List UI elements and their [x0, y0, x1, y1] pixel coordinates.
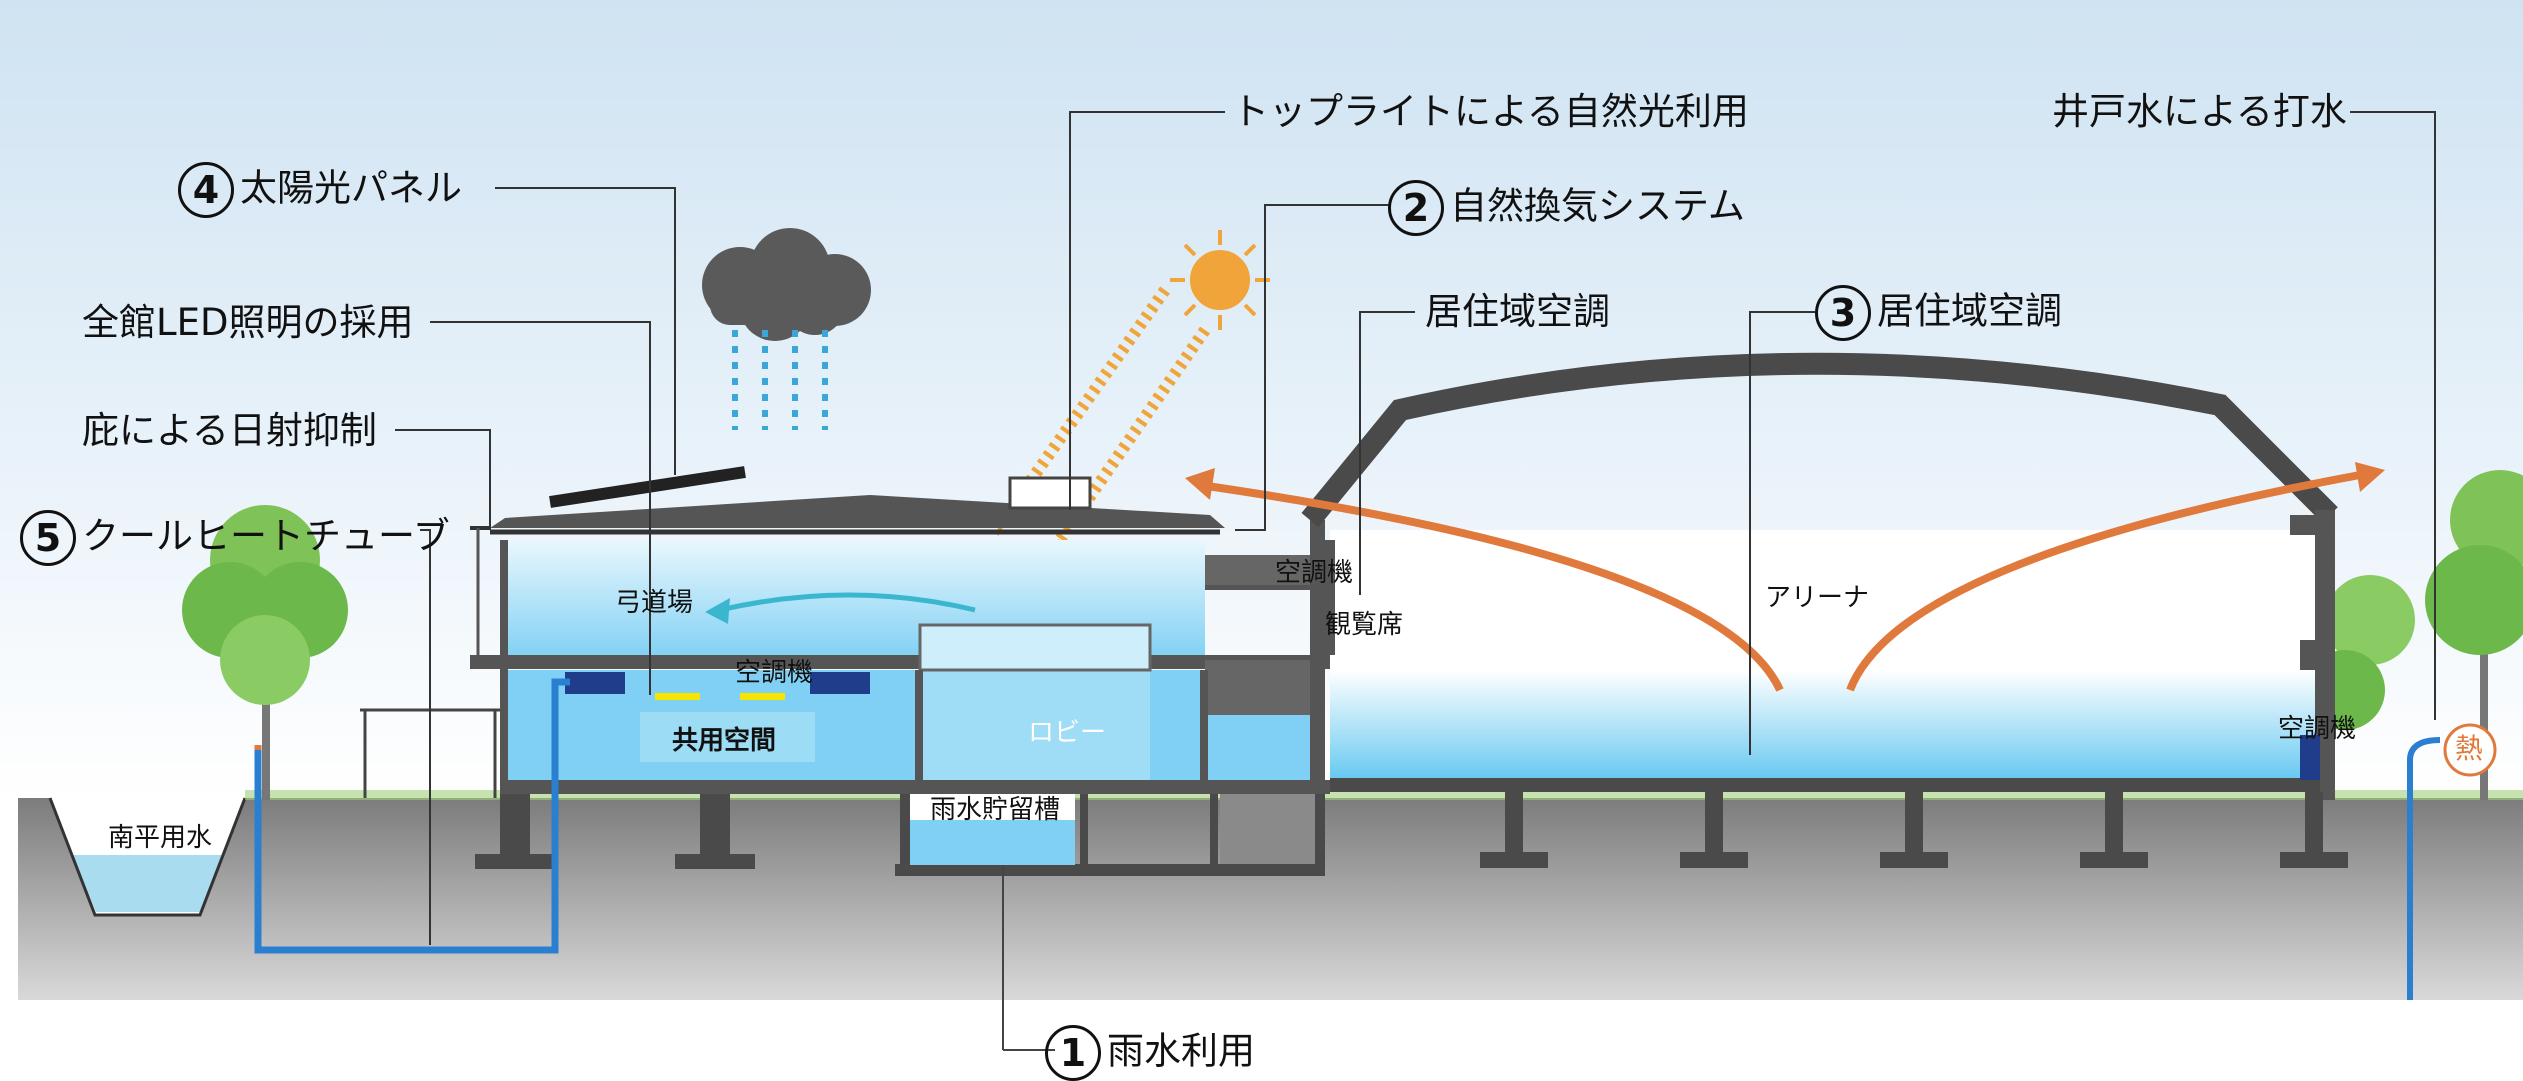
label-rain-text: 雨水利用 [1107, 1029, 1255, 1073]
rain-tank-label: 雨水貯留槽 [930, 795, 1061, 825]
airflow [719, 471, 2361, 692]
heat-label: 熱 [2455, 732, 2484, 765]
rain-drops [732, 330, 828, 430]
sun [1170, 230, 1270, 330]
room-lobby: ロビー [1028, 718, 1107, 748]
rain-tank-air [910, 794, 1075, 820]
label-well-water: 井戸水による打水 [2052, 90, 2347, 133]
ac-unit-label-1: 空調機 [735, 658, 814, 688]
heat-icon [2443, 723, 2497, 777]
label-toplight: トップライトによる自然光利用 [1232, 90, 1749, 133]
grass [245, 790, 2523, 800]
well-pipe [2407, 737, 2441, 1000]
badge-2: 2 [1388, 180, 1444, 236]
room-arena: アリーナ [1765, 583, 1870, 613]
canal-label: 南平用水 [108, 823, 213, 853]
room-seating: 観覧席 [1325, 610, 1404, 640]
label-cool-tube-text: クールヒートチューブ [82, 514, 450, 558]
label-zone-hvac-3-text: 居住域空調 [1877, 289, 2062, 333]
warm-air-arrowhead-right [2355, 462, 2385, 492]
canal-water [72, 855, 222, 912]
foundation-arena [1480, 792, 2348, 868]
badge-1: 1 [1045, 1025, 1101, 1081]
badge-5: 5 [20, 510, 76, 566]
ac-unit-label-3: 空調機 [2278, 714, 2357, 744]
warm-air-arrowhead-left [1185, 468, 1215, 500]
solar-panel [549, 466, 746, 508]
label-led: 全館LED照明の採用 [82, 301, 414, 344]
left-building [470, 476, 1330, 794]
rain-tank-water [910, 820, 1075, 865]
badge-4: 4 [178, 162, 234, 218]
label-zone-hvac: 居住域空調 [1425, 290, 1610, 333]
label-eaves: 庇による日射抑制 [82, 409, 377, 452]
ground [18, 798, 2523, 1000]
tree-left [182, 505, 348, 800]
room-common-space: 共用空間 [672, 726, 777, 756]
ac-unit-label-2: 空調機 [1275, 558, 1354, 588]
label-solar-text: 太陽光パネル [240, 166, 462, 210]
room-archery: 弓道場 [615, 588, 694, 618]
cloud [702, 228, 871, 341]
leader-lines [395, 111, 2436, 945]
label-natvent-text: 自然換気システム [1450, 184, 1745, 228]
arena-building [1301, 352, 2338, 800]
cool-air-arrowhead [705, 598, 730, 624]
canal-outline [48, 797, 247, 917]
badge-3: 3 [1815, 285, 1871, 341]
cool-tube-pipe [254, 678, 570, 954]
